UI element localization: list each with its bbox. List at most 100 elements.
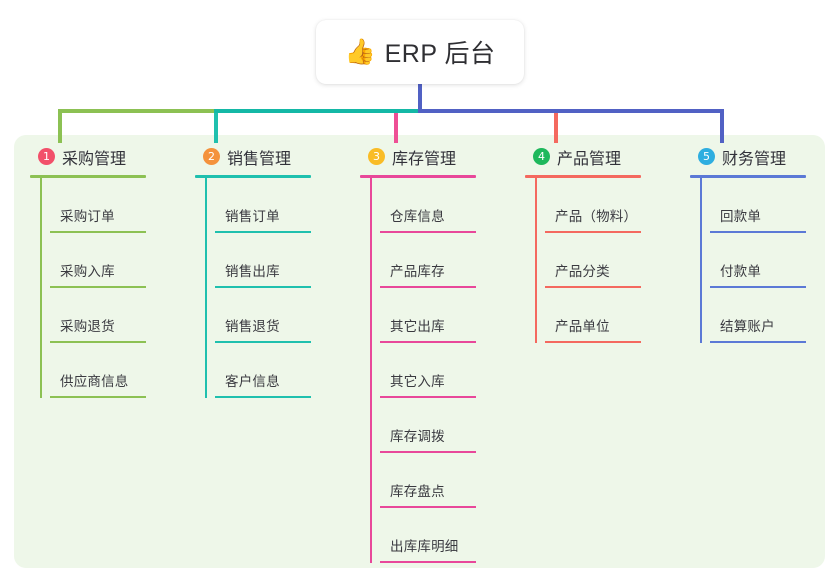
branch-header-3[interactable]: 3 库存管理 <box>360 143 520 170</box>
leaf-item-underline <box>380 396 476 398</box>
leaf-item-label: 产品（物料） <box>555 209 638 225</box>
branch-badge-1: 1 <box>38 148 55 165</box>
stub-col-3 <box>394 113 398 143</box>
branch-title-1: 采购管理 <box>62 150 127 168</box>
branch-underline-3 <box>360 175 476 178</box>
leaf-item[interactable]: 其它出库 <box>370 288 520 343</box>
leaf-item-label: 库存调拨 <box>390 429 445 445</box>
leaf-item[interactable]: 采购退货 <box>40 288 190 343</box>
leaf-item[interactable]: 采购订单 <box>40 178 190 233</box>
branch-header-4[interactable]: 4 产品管理 <box>525 143 685 170</box>
root-node[interactable]: 👍 ERP 后台 <box>316 20 524 84</box>
leaf-item[interactable]: 出库库明细 <box>370 508 520 563</box>
leaf-item-underline <box>50 341 146 343</box>
branch-title-5: 财务管理 <box>722 150 787 168</box>
leaf-item[interactable]: 其它入库 <box>370 343 520 398</box>
leaf-item-label: 回款单 <box>720 209 762 225</box>
leaf-item-label: 产品单位 <box>555 319 610 335</box>
leaf-item-label: 供应商信息 <box>60 374 129 390</box>
leaf-item-underline <box>50 231 146 233</box>
leaf-item-label: 采购退货 <box>60 319 115 335</box>
teal-segment <box>214 109 420 113</box>
leaf-item-underline <box>50 396 146 398</box>
leaf-item-underline <box>380 286 476 288</box>
leaf-item-underline <box>710 286 806 288</box>
branch-column-1: 1 采购管理采购订单采购入库采购退货供应商信息 <box>30 143 190 398</box>
branches-panel <box>14 135 825 568</box>
branch-column-3: 3 库存管理仓库信息产品库存其它出库其它入库库存调拨库存盘点出库库明细 <box>360 143 520 563</box>
leaf-item[interactable]: 产品库存 <box>370 233 520 288</box>
branch-underline-1 <box>30 175 146 178</box>
branch-badge-3: 3 <box>368 148 385 165</box>
leaf-item-underline <box>380 506 476 508</box>
root-title: ERP 后台 <box>384 40 496 68</box>
branch-spine-3 <box>370 178 372 563</box>
leaf-item-underline <box>545 341 641 343</box>
leaf-item-label: 付款单 <box>720 264 762 280</box>
leaf-item[interactable]: 采购入库 <box>40 233 190 288</box>
branch-items-2: 销售订单销售出库销售退货客户信息 <box>195 178 355 398</box>
leaf-item-underline <box>215 231 311 233</box>
leaf-item-label: 其它入库 <box>390 374 445 390</box>
leaf-item[interactable]: 销售出库 <box>205 233 355 288</box>
branch-underline-5 <box>690 175 806 178</box>
leaf-item-underline <box>710 341 806 343</box>
leaf-item-underline <box>215 396 311 398</box>
stub-col-5 <box>720 113 724 143</box>
leaf-item-label: 采购订单 <box>60 209 115 225</box>
thumbs-up-icon: 👍 <box>344 37 376 66</box>
stub-col-1 <box>58 113 62 143</box>
leaf-item-label: 销售退货 <box>225 319 280 335</box>
leaf-item-label: 客户信息 <box>225 374 280 390</box>
leaf-item[interactable]: 付款单 <box>700 233 839 288</box>
leaf-item[interactable]: 客户信息 <box>205 343 355 398</box>
branch-spine-2 <box>205 178 207 398</box>
blue-segment <box>418 109 724 113</box>
branch-spine-1 <box>40 178 42 398</box>
leaf-item[interactable]: 产品（物料） <box>535 178 685 233</box>
leaf-item-label: 结算账户 <box>720 319 775 335</box>
leaf-item-label: 采购入库 <box>60 264 115 280</box>
branch-title-4: 产品管理 <box>557 150 622 168</box>
branch-items-5: 回款单付款单结算账户 <box>690 178 839 343</box>
leaf-item-underline <box>215 286 311 288</box>
branch-badge-2: 2 <box>203 148 220 165</box>
leaf-item[interactable]: 结算账户 <box>700 288 839 343</box>
branch-title-3: 库存管理 <box>392 150 457 168</box>
branch-underline-4 <box>525 175 641 178</box>
branch-underline-2 <box>195 175 311 178</box>
branch-header-1[interactable]: 1 采购管理 <box>30 143 190 170</box>
leaf-item-label: 销售出库 <box>225 264 280 280</box>
leaf-item-label: 其它出库 <box>390 319 445 335</box>
leaf-item[interactable]: 产品分类 <box>535 233 685 288</box>
leaf-item-label: 产品库存 <box>390 264 445 280</box>
leaf-item-underline <box>545 231 641 233</box>
branch-spine-4 <box>535 178 537 343</box>
branch-column-4: 4 产品管理产品（物料） 产品分类产品单位 <box>525 143 685 343</box>
leaf-item-underline <box>50 286 146 288</box>
leaf-item[interactable]: 库存调拨 <box>370 398 520 453</box>
green-segment <box>58 109 214 113</box>
leaf-item-label: 产品分类 <box>555 264 610 280</box>
leaf-item[interactable]: 库存盘点 <box>370 453 520 508</box>
stub-col-2 <box>214 113 218 143</box>
leaf-item[interactable]: 销售订单 <box>205 178 355 233</box>
leaf-item[interactable]: 仓库信息 <box>370 178 520 233</box>
leaf-item-underline <box>380 451 476 453</box>
leaf-item-underline <box>380 231 476 233</box>
stub-col-4 <box>554 113 558 143</box>
leaf-item[interactable]: 销售退货 <box>205 288 355 343</box>
leaf-item-label: 出库库明细 <box>390 539 459 555</box>
leaf-item-underline <box>215 341 311 343</box>
leaf-item[interactable]: 供应商信息 <box>40 343 190 398</box>
leaf-item[interactable]: 回款单 <box>700 178 839 233</box>
branch-badge-4: 4 <box>533 148 550 165</box>
branch-items-3: 仓库信息产品库存其它出库其它入库库存调拨库存盘点出库库明细 <box>360 178 520 563</box>
leaf-item-underline <box>545 286 641 288</box>
leaf-item[interactable]: 产品单位 <box>535 288 685 343</box>
